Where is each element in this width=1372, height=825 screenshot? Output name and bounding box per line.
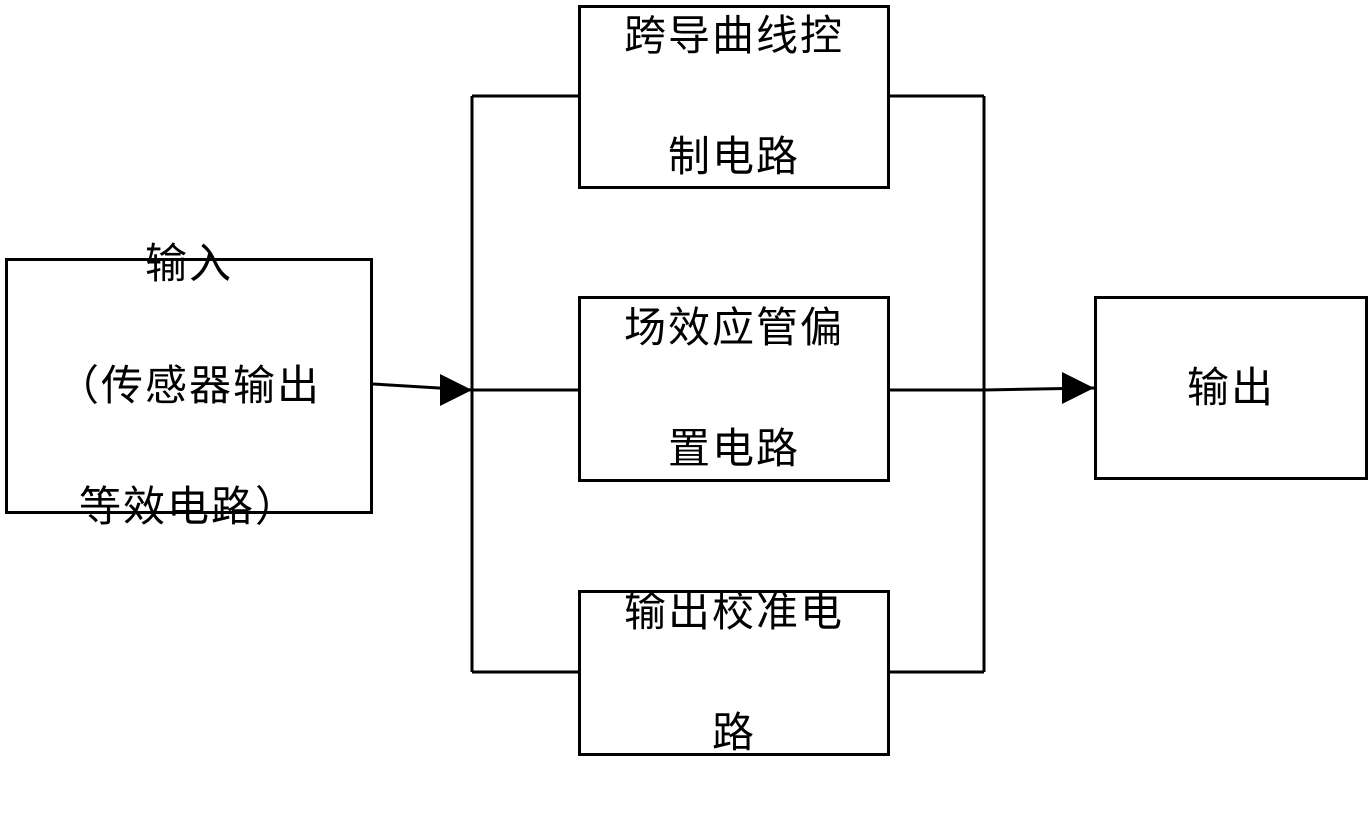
output-box-line-1: 输出 (1187, 358, 1275, 419)
output-calibration-line-2: 路 (624, 703, 844, 764)
input-box-line-3: 等效电路） (57, 477, 321, 538)
fet-bias-line-1: 场效应管偏 (624, 298, 844, 359)
transconductance-control-box: 跨导曲线控 制电路 (578, 5, 890, 189)
fet-bias-text: 场效应管偏 置电路 (624, 237, 844, 541)
transconductance-control-text: 跨导曲线控 制电路 (624, 0, 844, 249)
input-box-text: 输入 （传感器输出 等效电路） (57, 173, 321, 599)
output-calibration-text: 输出校准电 路 (624, 521, 844, 825)
fet-bias-box: 场效应管偏 置电路 (578, 296, 890, 482)
input-arrowhead (440, 374, 472, 406)
fet-bias-line-2: 置电路 (624, 419, 844, 480)
input-box-line-2: （传感器输出 (57, 356, 321, 417)
output-calibration-line-1: 输出校准电 (624, 582, 844, 643)
input-box: 输入 （传感器输出 等效电路） (5, 258, 373, 514)
output-box: 输出 (1094, 296, 1368, 480)
output-calibration-box: 输出校准电 路 (578, 590, 890, 756)
input-box-line-1: 输入 (57, 234, 321, 295)
transconductance-control-line-2: 制电路 (624, 127, 844, 188)
transconductance-control-line-1: 跨导曲线控 (624, 6, 844, 67)
block-diagram: 输入 （传感器输出 等效电路） 跨导曲线控 制电路 场效应管偏 置电路 输出校准… (0, 0, 1372, 759)
output-arrowhead (1062, 372, 1094, 404)
output-box-text: 输出 (1187, 297, 1275, 480)
